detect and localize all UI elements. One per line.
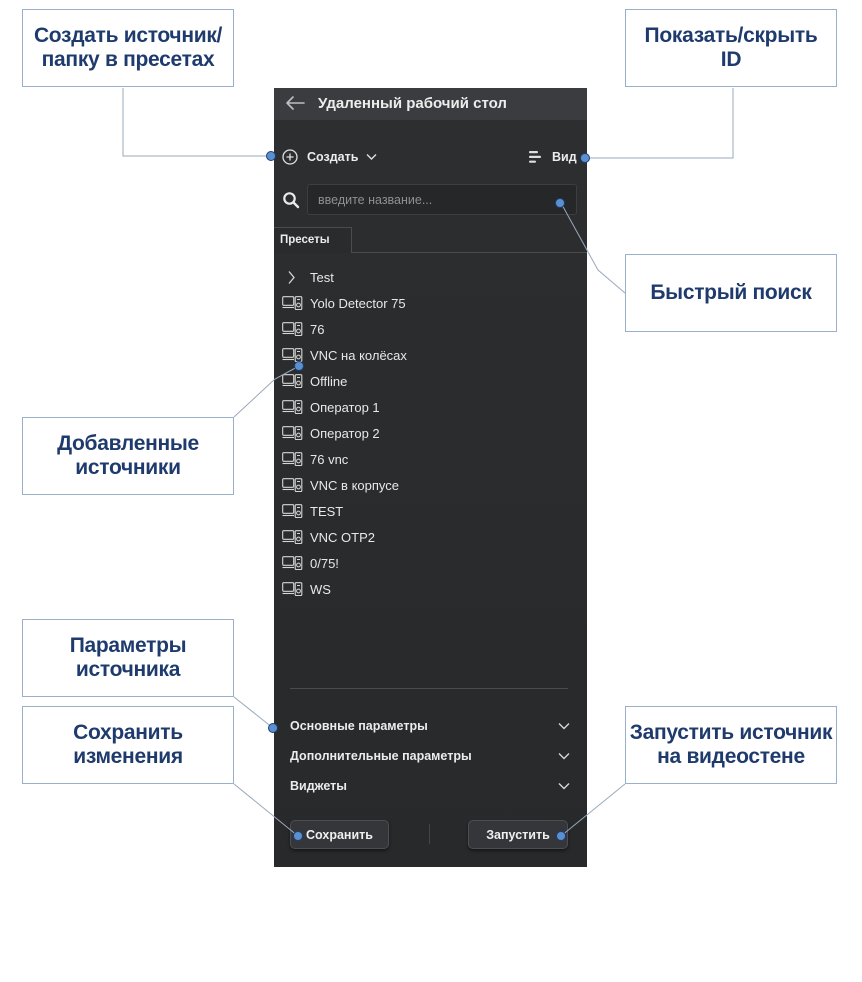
callout-launch-on-wall: Запустить источник на видеостене <box>625 706 837 784</box>
view-label: Вид <box>552 150 577 164</box>
view-lines-icon <box>529 151 541 163</box>
preset-label: Оператор 1 <box>310 399 380 415</box>
back-arrow-icon[interactable] <box>284 94 306 112</box>
preset-source-item[interactable]: Оператор 1 <box>274 394 587 420</box>
preset-source-item[interactable]: VNC в корпусе <box>274 472 587 498</box>
callout-create: Создать источник/ папку в пресетах <box>22 9 234 87</box>
preset-source-item[interactable]: Оператор 2 <box>274 420 587 446</box>
save-button[interactable]: Сохранить <box>290 820 389 849</box>
section-label: Виджеты <box>290 779 347 793</box>
marker-search <box>555 198 565 208</box>
section-extra-params[interactable]: Дополнительные параметры <box>290 746 570 766</box>
callout-source-params: Параметры источника <box>22 619 234 697</box>
preset-label: WS <box>310 581 331 597</box>
chevron-right-icon <box>288 270 295 284</box>
preset-folder[interactable]: Test <box>274 264 587 290</box>
source-device-icon <box>282 425 303 440</box>
preset-source-item[interactable]: WS <box>274 576 587 602</box>
create-label: Создать <box>307 150 359 164</box>
marker-create <box>266 151 276 161</box>
callout-save-changes: Сохранить изменения <box>22 706 234 784</box>
create-button[interactable]: Создать <box>282 148 377 166</box>
chevron-down-icon <box>558 753 570 760</box>
preset-label: VNC в корпусе <box>310 477 399 493</box>
source-device-icon <box>282 321 303 336</box>
section-main-params[interactable]: Основные параметры <box>290 716 570 736</box>
section-widgets[interactable]: Виджеты <box>290 776 570 796</box>
search-input[interactable] <box>307 184 577 215</box>
button-separator <box>429 824 430 844</box>
source-device-icon <box>282 529 303 544</box>
chevron-down-icon <box>558 783 570 790</box>
preset-label: Offline <box>310 373 348 389</box>
preset-label: Test <box>310 269 334 285</box>
preset-source-item[interactable]: 0/75! <box>274 550 587 576</box>
add-circle-icon <box>282 149 298 165</box>
preset-label: Оператор 2 <box>310 425 380 441</box>
view-button[interactable]: Вид <box>528 148 577 166</box>
preset-label: VNC на колёсах <box>310 347 407 363</box>
callout-quick-search: Быстрый поиск <box>625 254 837 332</box>
preset-source-item[interactable]: VNC OTP2 <box>274 524 587 550</box>
callout-added-sources: Добавленные источники <box>22 417 234 495</box>
chevron-down-icon <box>558 723 570 730</box>
source-device-icon <box>282 555 303 570</box>
search-icon <box>283 192 300 209</box>
tab-divider <box>352 252 587 253</box>
source-device-icon <box>282 399 303 414</box>
panel-title: Удаленный рабочий стол <box>318 95 507 112</box>
preset-label: 76 vnc <box>310 451 349 467</box>
preset-source-item[interactable]: Offline <box>274 368 587 394</box>
preset-source-item[interactable]: Yolo Detector 75 <box>274 290 587 316</box>
preset-label: VNC OTP2 <box>310 529 376 545</box>
source-device-icon <box>282 451 303 466</box>
callout-toggle-id: Показать/скрыть ID <box>625 9 837 87</box>
source-device-icon <box>282 373 303 388</box>
marker-launch <box>556 831 566 841</box>
source-device-icon <box>282 295 303 310</box>
source-device-icon <box>282 477 303 492</box>
marker-view <box>580 153 590 163</box>
tab-presets[interactable]: Пресеты <box>274 227 352 253</box>
preset-source-item[interactable]: 76 <box>274 316 587 342</box>
preset-source-item[interactable]: VNC на колёсах <box>274 342 587 368</box>
chevron-down-icon <box>366 154 377 160</box>
source-device-icon <box>282 503 303 518</box>
source-device-icon <box>282 581 303 596</box>
launch-button[interactable]: Запустить <box>468 820 568 849</box>
panel-header: Удаленный рабочий стол <box>274 88 587 120</box>
section-label: Дополнительные параметры <box>290 749 472 763</box>
preset-label: TEST <box>310 503 344 519</box>
marker-save <box>293 831 303 841</box>
remote-desktop-panel: Удаленный рабочий стол Создать Вид Пресе… <box>274 88 587 867</box>
preset-label: 76 <box>310 321 325 337</box>
preset-label: Yolo Detector 75 <box>310 295 406 311</box>
preset-source-item[interactable]: 76 vnc <box>274 446 587 472</box>
preset-label: 0/75! <box>310 555 339 571</box>
section-label: Основные параметры <box>290 719 428 733</box>
marker-sources <box>294 361 304 371</box>
params-divider <box>290 688 568 689</box>
marker-params <box>268 723 278 733</box>
preset-source-item[interactable]: TEST <box>274 498 587 524</box>
